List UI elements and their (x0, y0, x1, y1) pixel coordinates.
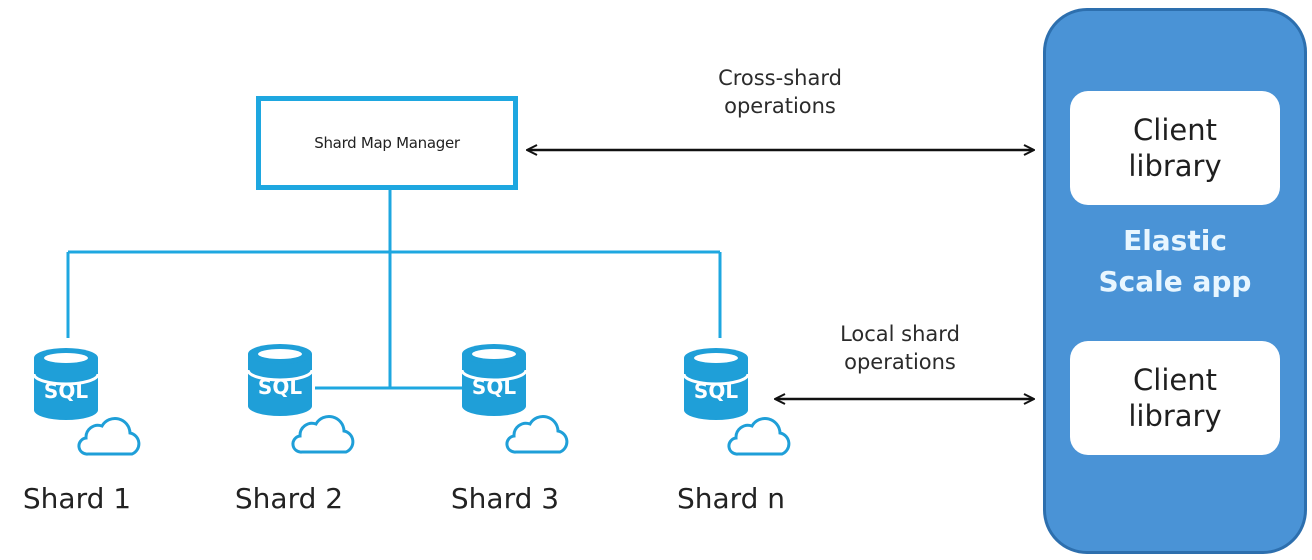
cloud-icon (77, 416, 141, 456)
cloud-icon (727, 416, 791, 456)
shard-map-manager-box: Shard Map Manager (256, 96, 518, 190)
svg-text:SQL: SQL (44, 379, 88, 403)
shard-label-1: Shard 1 (22, 482, 132, 515)
shard-connector-lines (66, 190, 722, 390)
sql-database-icon: SQL (460, 342, 528, 418)
cross-shard-label: Cross-shard operations (670, 64, 890, 121)
elastic-scale-app-panel: Client library Elastic Scale app Client … (1043, 8, 1307, 554)
shard-label-2: Shard 2 (234, 482, 344, 515)
sql-database-icon: SQL (682, 346, 750, 422)
client-library-bottom: Client library (1070, 341, 1280, 455)
local-shard-label-line2: operations (844, 350, 956, 375)
sql-database-icon: SQL (32, 346, 100, 422)
local-shard-label: Local shard operations (790, 320, 1010, 377)
elastic-scale-app-title: Elastic Scale app (1098, 224, 1252, 298)
svg-text:SQL: SQL (472, 375, 516, 399)
sql-database-icon: SQL (246, 342, 314, 418)
shard-map-manager-label: Shard Map Manager (314, 134, 460, 152)
shard-label-n: Shard n (676, 482, 786, 515)
cross-shard-label-line2: operations (724, 94, 836, 119)
client-library-top: Client library (1070, 91, 1280, 205)
cloud-icon (505, 414, 569, 454)
shard-label-3: Shard 3 (450, 482, 560, 515)
local-shard-label-line1: Local shard (840, 322, 960, 346)
svg-text:SQL: SQL (694, 379, 738, 403)
svg-text:SQL: SQL (258, 375, 302, 399)
cross-shard-label-line1: Cross-shard (718, 66, 842, 90)
cloud-icon (291, 414, 355, 454)
